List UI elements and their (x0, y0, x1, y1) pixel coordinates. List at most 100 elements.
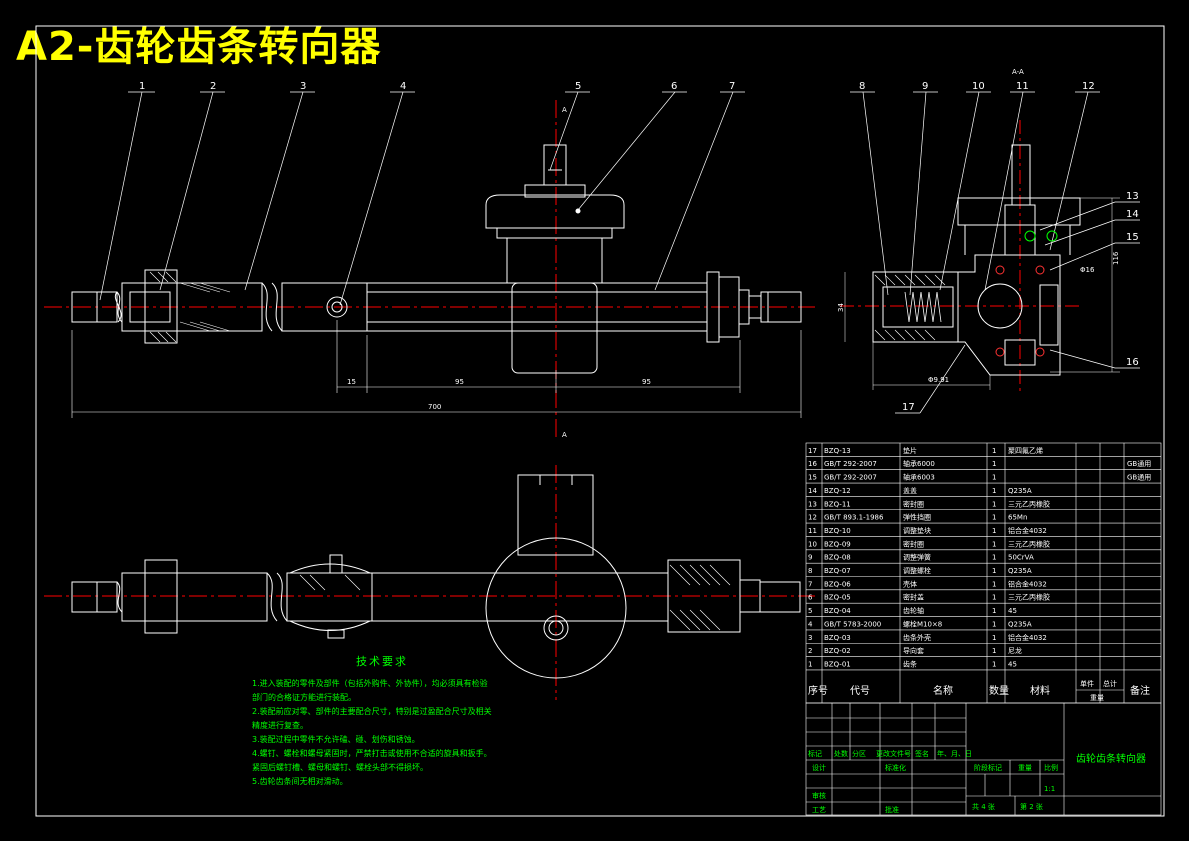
bom-cell: 齿条 (903, 659, 917, 668)
balloon-11: 11 (1016, 81, 1029, 92)
bom-cell: 齿轮轴 (903, 606, 924, 615)
tech-line: 5.齿轮齿条间无相对滑动。 (252, 777, 348, 786)
tech-line: 4.螺钉、螺栓和螺母紧固时，严禁打击或使用不合适的旋具和扳手。 (252, 749, 492, 758)
dim-15: 15 (347, 378, 356, 386)
bom-cell: 6 (808, 594, 813, 602)
bom-cell: 1 (992, 474, 996, 482)
dim-700: 700 (428, 403, 441, 411)
bom-cell: 45 (1008, 607, 1017, 615)
bom-cell: BZQ-04 (824, 607, 851, 615)
tb-date: 年、月、日 (937, 749, 972, 758)
bom-cell: GB/T 5783-2000 (824, 620, 881, 628)
balloon-2: 2 (210, 81, 216, 92)
section-view (840, 120, 1120, 395)
bom-cell: 1 (992, 514, 996, 522)
bom-cell: 调整垫块 (903, 526, 931, 535)
bom-cell: 8 (808, 567, 812, 575)
tb-sign: 签名 (915, 749, 929, 758)
front-view (44, 100, 815, 440)
bom-cell: 尼龙 (1008, 646, 1022, 655)
bom-cell: Q235A (1008, 487, 1032, 495)
bom-header-cell: 序号 (808, 684, 828, 697)
tb-stage: 阶段标记 (974, 763, 1002, 772)
bom-cell: 1 (992, 580, 996, 588)
bom-cell: 铝合金4032 (1008, 526, 1047, 535)
bom-cell: 齿条外壳 (903, 633, 931, 642)
tb-zone: 分区 (852, 749, 866, 758)
bom-header-cell: 备注 (1130, 684, 1150, 697)
balloon-7: 7 (729, 81, 735, 92)
bom-cell: BZQ-01 (824, 660, 851, 668)
bom-cell: 1 (992, 540, 996, 548)
bom-cell: GB/T 292-2007 (824, 460, 877, 468)
section-label-aa: A-A (1012, 68, 1024, 76)
bom-cell: 聚四氟乙烯 (1008, 446, 1043, 455)
bom-cell: GB通用 (1127, 459, 1151, 468)
bom-cell: Q235A (1008, 620, 1032, 628)
balloon-3: 3 (300, 81, 306, 92)
bom-cell: 密封盖 (903, 593, 924, 602)
bom-header-cell: 总计 (1103, 679, 1117, 688)
balloon-13: 13 (1126, 191, 1139, 202)
balloon-5: 5 (575, 81, 581, 92)
bom-cell: 3 (808, 634, 812, 642)
tb-scale: 比例 (1044, 763, 1058, 772)
bom-cell: 盖盖 (903, 486, 917, 495)
bom-cell: 1 (992, 567, 996, 575)
bom-cell: 1 (992, 527, 996, 535)
bom-cell: BZQ-10 (824, 527, 851, 535)
bom-cell: BZQ-05 (824, 594, 851, 602)
technical-requirements: 技术要求 1.进入装配的零件及部件（包括外购件、外协件），均必须具有检验 部门的… (252, 655, 492, 789)
top-view (44, 465, 815, 700)
bom-cell: 1 (992, 634, 996, 642)
section-a-top: A (562, 106, 567, 114)
dim-116: 116 (1112, 251, 1120, 265)
bom-cell: Q235A (1008, 567, 1032, 575)
bom-cell: 15 (808, 474, 817, 482)
tb-approve: 批准 (885, 805, 899, 814)
tb-sheets: 共 4 张 (972, 802, 995, 811)
bom-header-cell: 代号 (850, 685, 870, 697)
front-dimensions (71, 320, 802, 418)
bom-cell: 轴承6003 (903, 473, 935, 482)
bom-cell: 5 (808, 607, 812, 615)
bom-cell: 4 (808, 620, 813, 628)
balloon-15: 15 (1126, 232, 1139, 243)
bom-cell: 铝合金4032 (1008, 633, 1047, 642)
section-a-bottom: A (562, 431, 567, 439)
bom-cell: 2 (808, 647, 812, 655)
bom-cell: 1 (992, 487, 996, 495)
bom-cell: 铝合金4032 (1008, 579, 1047, 588)
bom-cell: BZQ-03 (824, 634, 851, 642)
bom-cell: 13 (808, 500, 817, 508)
bom-cell: BZQ-11 (824, 500, 851, 508)
bom-cell: 调整螺栓 (903, 566, 931, 575)
bom-cell: 壳体 (903, 579, 917, 588)
bom-cell: 1 (992, 554, 996, 562)
leaders (99, 91, 1140, 414)
tb-mark: 标记 (808, 749, 822, 758)
bom-cell: GB/T 292-2007 (824, 474, 877, 482)
title-block (805, 702, 1162, 816)
bom-cell: 1 (992, 660, 996, 668)
bom-cell: 50CrVA (1008, 554, 1034, 562)
bom-cell: BZQ-02 (824, 647, 851, 655)
bom-cell: 导向套 (903, 646, 924, 655)
tech-line: 部门的合格证方能进行装配。 (252, 693, 356, 702)
tb-scale-value: 1:1 (1044, 785, 1055, 793)
bom-cell: 1 (992, 620, 996, 628)
bom-cell: 弹性挡圈 (903, 513, 931, 522)
bom-cell: 16 (808, 460, 817, 468)
dim-9-91: Φ9.91 (928, 376, 949, 384)
bom-cell: BZQ-07 (824, 567, 851, 575)
bom-cell: BZQ-12 (824, 487, 851, 495)
bom-header-cell: 名称 (933, 684, 953, 697)
tech-line: 3.装配过程中零件不允许磕、碰、划伤和锈蚀。 (252, 735, 420, 744)
bom-cell: 三元乙丙橡胶 (1008, 593, 1050, 602)
tech-line: 2.装配前应对零、部件的主要配合尺寸，特别是过盈配合尺寸及相关 (252, 707, 492, 716)
balloon-6: 6 (671, 81, 677, 92)
bom-cell: BZQ-08 (824, 554, 851, 562)
bom-cell: GB/T 893.1-1986 (824, 514, 884, 522)
